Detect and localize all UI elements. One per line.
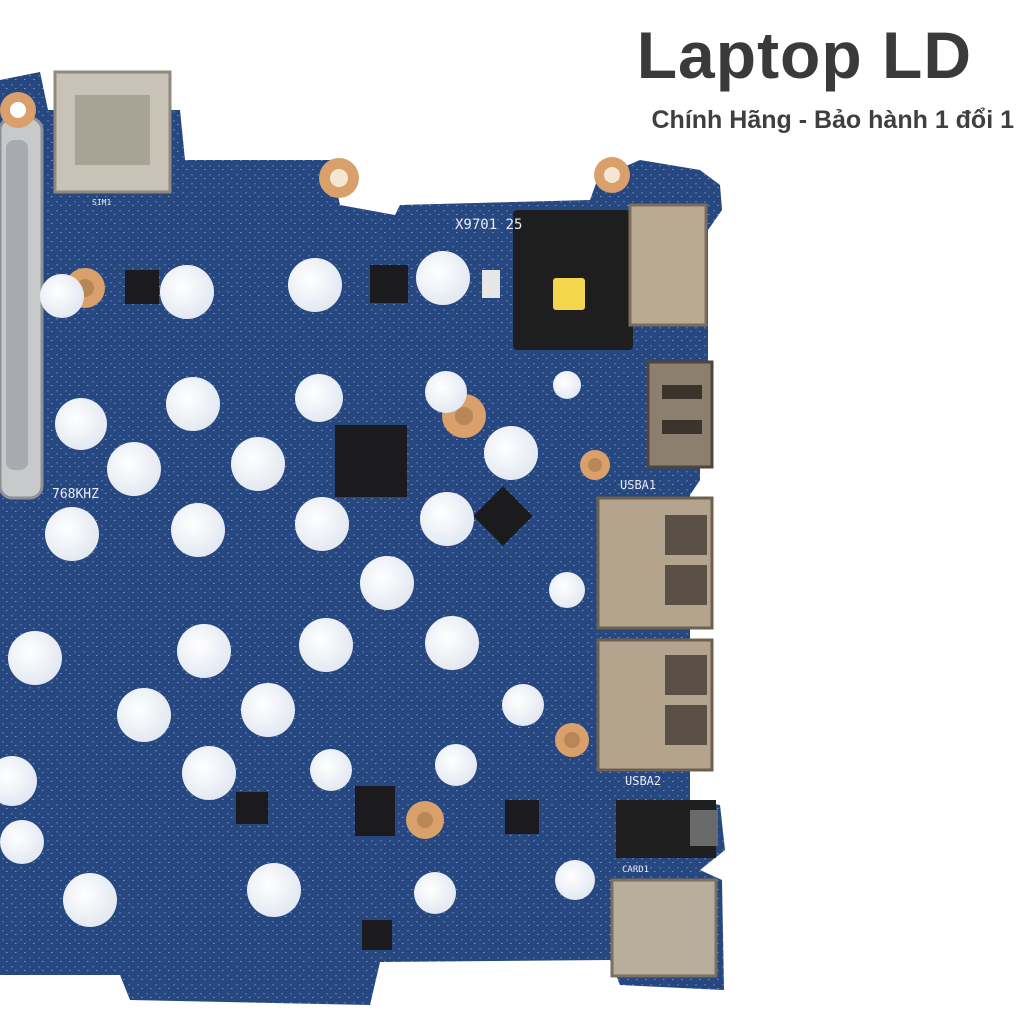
- silk-board-code: 768KHZ: [52, 487, 99, 502]
- brand-subtitle: Chính Hãng - Bảo hành 1 đổi 1: [651, 106, 1015, 134]
- silk-sim: SIM1: [92, 198, 111, 207]
- silk-card: CARD1: [622, 865, 649, 875]
- hdmi-port: [628, 203, 708, 327]
- brand-title: Laptop LD: [636, 18, 972, 92]
- silk-part-number: X9701 25: [455, 217, 522, 233]
- silk-usb-a1: USBA1: [620, 478, 656, 492]
- silk-usb-a2: USBA2: [625, 774, 661, 788]
- test-pads: [0, 251, 595, 927]
- rj-port: [646, 360, 714, 469]
- chips: [125, 265, 539, 950]
- mounting-holes: [0, 92, 630, 839]
- card-reader-slot: [610, 878, 718, 978]
- ports: [596, 203, 718, 978]
